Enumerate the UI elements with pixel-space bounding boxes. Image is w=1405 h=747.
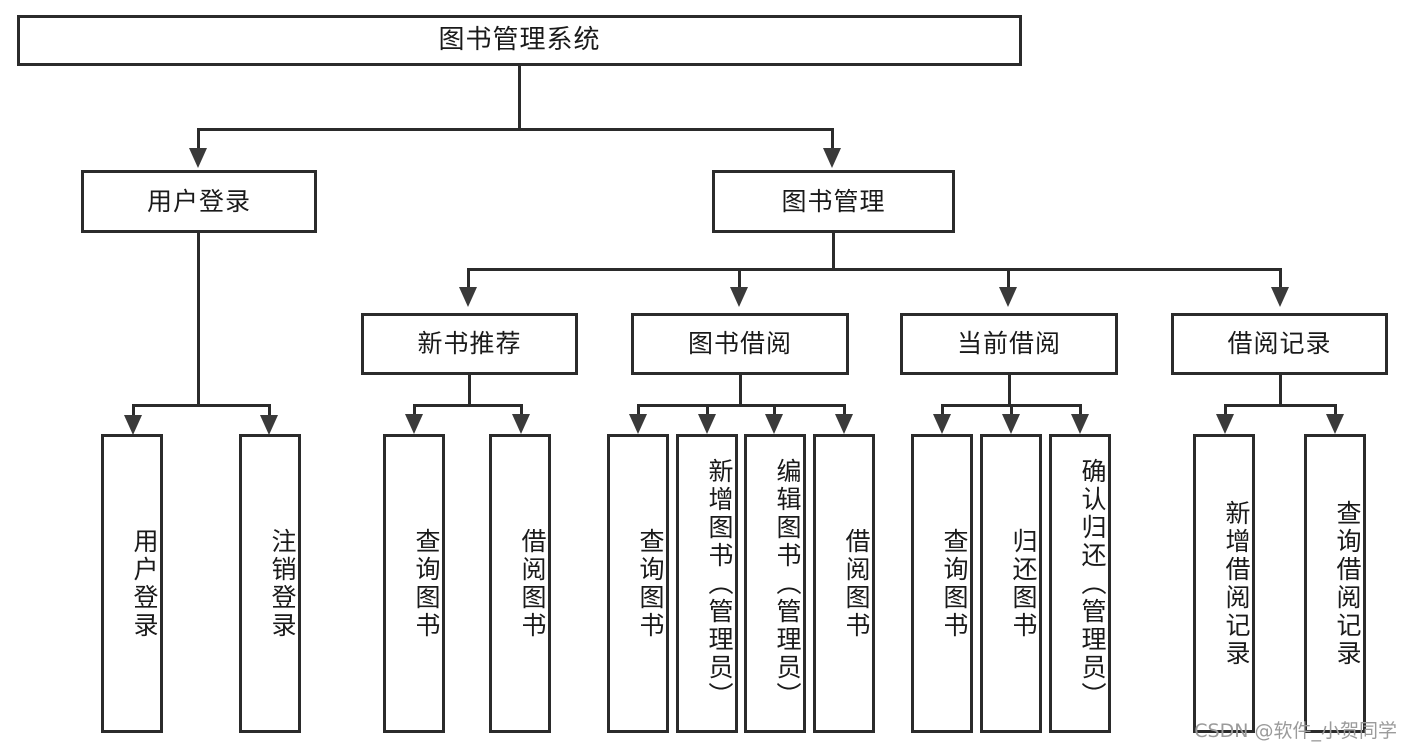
leaf-user-login[interactable]: 用户登录 [101,434,163,733]
connector-drop-borrow-book-1 [520,404,523,416]
leaf-query-book-current[interactable]: 查询图书 [911,434,973,733]
connector-book-borrow-bus [637,404,845,407]
connector-drop-edit-book [773,404,776,416]
connector-drop-new-book-rec [467,268,470,288]
node-label: 注销登录 [268,527,297,640]
csdn-watermark: CSDN @软件_小贺同学 [1194,720,1397,742]
arrow-to-query-book-3 [933,414,951,434]
connector-new-book-rec-bus [413,404,523,407]
node-root-system[interactable]: 图书管理系统 [17,15,1022,66]
node-label: 图书管理系统 [438,25,601,56]
arrow-to-leaf-logout [260,415,278,435]
node-label: 查询借阅记录 [1333,499,1362,668]
connector-drop-confirm-return [1079,404,1082,416]
node-label: 用户登录 [146,186,251,216]
connector-drop-borrow-book-2 [843,404,846,416]
node-label: 查询图书 [940,527,969,640]
connector-drop-query-book-2 [637,404,640,416]
leaf-borrow-book-recommend[interactable]: 借阅图书 [489,434,551,733]
node-label: 借阅图书 [842,527,871,640]
node-label: 新增图书（管理员） [705,457,734,710]
connector-book-mgmt-bus [467,268,1282,271]
node-label: 新书推荐 [417,329,522,359]
arrow-to-leaf-user-login [124,415,142,435]
leaf-query-borrow-record[interactable]: 查询借阅记录 [1304,434,1366,733]
node-label: 图书借阅 [687,329,792,359]
node-label: 编辑图书（管理员） [773,457,802,710]
connector-drop-return-book [1010,404,1013,416]
connector-drop-query-book-1 [413,404,416,416]
arrow-to-edit-book [765,414,783,434]
leaf-logout[interactable]: 注销登录 [239,434,301,733]
arrow-to-return-book [1002,414,1020,434]
node-borrow-record[interactable]: 借阅记录 [1171,313,1388,375]
connector-drop-current-borrow [1007,268,1010,288]
connector-borrow-record-bus [1224,404,1337,407]
arrow-to-query-book-1 [405,414,423,434]
connector-root-bus [197,128,831,131]
node-user-login[interactable]: 用户登录 [81,170,317,233]
leaf-query-book-recommend[interactable]: 查询图书 [383,434,445,733]
connector-drop-borrow-record [1279,268,1282,288]
node-label: 图书管理 [781,186,886,216]
connector-drop-add-record [1224,404,1227,416]
arrow-to-confirm-return [1071,414,1089,434]
connector-drop-book-borrow [738,268,741,288]
node-new-book-recommend[interactable]: 新书推荐 [361,313,578,375]
arrow-to-borrow-record [1271,287,1289,307]
connector-book-mgmt-stem [832,233,835,269]
arrow-to-add-book [698,414,716,434]
connector-root-stem [518,66,521,128]
leaf-return-book[interactable]: 归还图书 [980,434,1042,733]
leaf-edit-book-admin[interactable]: 编辑图书（管理员） [744,434,806,733]
connector-new-book-rec-stem [468,375,471,405]
connector-drop-leaf-user-login [132,404,135,418]
connector-drop-leaf-logout [268,404,271,418]
connector-user-login-stem [197,233,200,405]
arrow-to-current-borrow [999,287,1017,307]
leaf-borrow-book-borrow[interactable]: 借阅图书 [813,434,875,733]
leaf-add-book-admin[interactable]: 新增图书（管理员） [676,434,738,733]
connector-borrow-record-stem [1279,375,1282,405]
arrow-to-borrow-book-2 [835,414,853,434]
connector-book-borrow-stem [739,375,742,405]
arrow-to-query-record [1326,414,1344,434]
arrow-to-add-record [1216,414,1234,434]
arrow-to-borrow-book-1 [512,414,530,434]
leaf-add-borrow-record[interactable]: 新增借阅记录 [1193,434,1255,733]
connector-drop-add-book [706,404,709,416]
node-label: 新增借阅记录 [1222,499,1251,668]
connector-user-login-bus [132,404,271,407]
connector-drop-book-mgmt [831,128,834,150]
node-label: 确认归还（管理员） [1078,457,1107,710]
connector-drop-query-record [1334,404,1337,416]
arrow-to-query-book-2 [629,414,647,434]
arrow-to-user-login [189,148,207,168]
node-label: 用户登录 [130,527,159,640]
node-label: 归还图书 [1009,527,1038,640]
node-label: 查询图书 [636,527,665,640]
arrow-to-book-mgmt [823,148,841,168]
node-label: 借阅记录 [1227,329,1332,359]
connector-current-borrow-stem [1008,375,1011,405]
node-book-borrow[interactable]: 图书借阅 [631,313,849,375]
node-current-borrow[interactable]: 当前借阅 [900,313,1118,375]
connector-drop-query-book-3 [941,404,944,416]
node-label: 查询图书 [412,527,441,640]
leaf-confirm-return-admin[interactable]: 确认归还（管理员） [1049,434,1111,733]
node-book-management[interactable]: 图书管理 [712,170,955,233]
arrow-to-book-borrow [730,287,748,307]
node-label: 当前借阅 [956,329,1061,359]
leaf-query-book-borrow[interactable]: 查询图书 [607,434,669,733]
arrow-to-new-book-rec [459,287,477,307]
connector-drop-user-login [197,128,200,150]
node-label: 借阅图书 [518,527,547,640]
